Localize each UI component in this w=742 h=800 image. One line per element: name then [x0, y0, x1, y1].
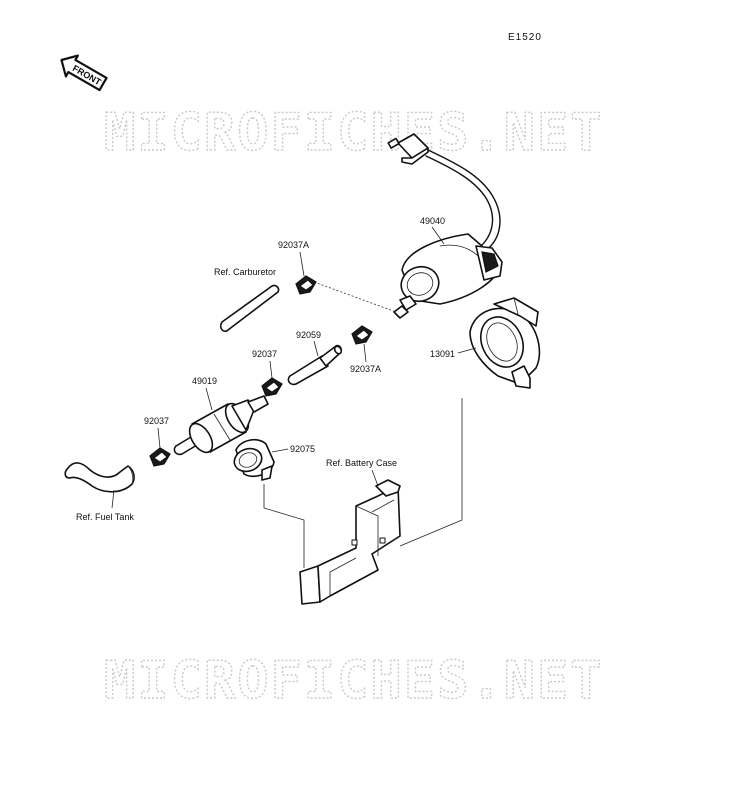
label-92037A-top: 92037A: [278, 240, 309, 250]
label-92075: 92075: [290, 444, 315, 454]
label-92037A-right: 92037A: [350, 364, 381, 374]
hose-ref-carburetor: [219, 284, 280, 333]
part-92037A-clamp-top: [295, 275, 317, 295]
ref-battery-case-bracket: [299, 479, 401, 605]
label-ref-fuel-tank: Ref. Fuel Tank: [76, 512, 134, 522]
part-92037-clamp-middle: [261, 377, 283, 397]
label-92037-left: 92037: [144, 416, 169, 426]
watermark-bottom: MICROFICHES.NET: [104, 651, 604, 711]
label-49040: 49040: [420, 216, 445, 226]
part-49019-fuel-filter: [173, 395, 269, 456]
diagram-code: E1520: [508, 32, 542, 43]
part-92075-bracket: [233, 438, 275, 481]
front-arrow-icon: FRONT: [60, 54, 108, 92]
label-13091: 13091: [430, 349, 455, 359]
label-92059: 92059: [296, 330, 321, 340]
hose-ref-fuel-tank: [64, 462, 135, 493]
label-ref-carburetor: Ref. Carburetor: [214, 267, 276, 277]
part-92037-clamp-left: [149, 447, 171, 467]
part-92059-pipe: [287, 344, 343, 386]
label-92037-middle: 92037: [252, 349, 277, 359]
label-49019: 49019: [192, 376, 217, 386]
watermark-top: MICROFICHES.NET: [104, 103, 604, 163]
part-13091-clamp-band: [469, 297, 541, 389]
part-49040-fuel-pump: [387, 133, 503, 319]
label-ref-battery-case: Ref. Battery Case: [326, 458, 397, 468]
part-92037A-clamp-right: [351, 325, 373, 345]
